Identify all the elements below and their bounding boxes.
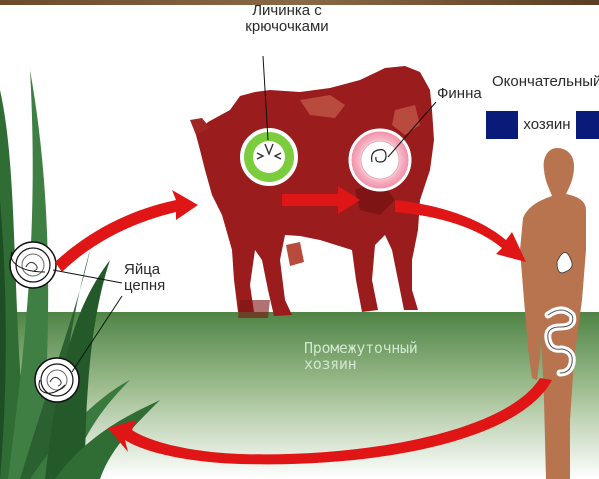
larva-label-line2: крючочками [232, 19, 342, 35]
larva-with-hooks [242, 130, 296, 184]
final-host-label-box: хозяин [486, 111, 599, 139]
finna-cyst [350, 130, 410, 190]
egg-2 [35, 358, 79, 402]
intermediate-host-label-line2: хозяин [304, 356, 418, 372]
final-host-label-line1: Окончательный [492, 74, 599, 90]
final-host-label-line2: хозяин [518, 111, 576, 139]
eggs-label-line2: цепня [124, 278, 165, 294]
eggs-label: Яйца цепня [124, 262, 165, 294]
intermediate-host-label: Промежуточный хозяин [304, 340, 418, 372]
intermediate-host-label-line1: Промежуточный [304, 340, 418, 356]
larva-label: Личинка с крючочками [232, 3, 342, 35]
finna-label: Финна [437, 86, 482, 102]
eggs-label-line1: Яйца [124, 262, 165, 278]
larva-label-line1: Личинка с [232, 3, 342, 19]
